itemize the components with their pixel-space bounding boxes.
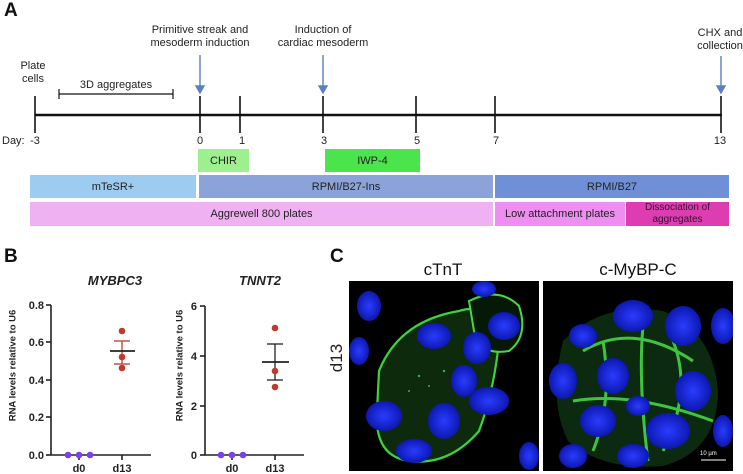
scale-bar-label: 10 µm	[700, 451, 717, 457]
tnnt2-chart: TNNT2 RNA levels relative to U6 6 4 2 0 …	[170, 240, 340, 474]
y-tick: 0.6	[29, 337, 44, 349]
rpmi-b27-ins-media-bar: RPMI/B27-Ins	[199, 175, 493, 198]
aggrewell-plates-bar: Aggrewell 800 plates	[30, 202, 493, 226]
micrograph-cmybpc: 10 µm	[543, 281, 733, 471]
micro-column-title-cmybpc: c-MyBP-C	[599, 260, 677, 279]
aggregates-bracket	[58, 89, 174, 99]
chart-title: MYBPC3	[87, 273, 143, 288]
day-label: 7	[492, 135, 500, 147]
y-tick: 2	[191, 401, 197, 413]
y-tick: 4	[191, 351, 198, 363]
panel-a-letter: A	[4, 0, 18, 21]
y-tick: 0.8	[29, 300, 44, 312]
rpmi-b27-media-bar: RPMI/B27	[495, 175, 729, 198]
iwp4-treatment-bar: IWP-4	[325, 149, 420, 172]
day-label: 5	[413, 135, 421, 147]
day-prefix-label: Day:	[2, 135, 25, 147]
plate-cells-label: Plate cells	[20, 60, 46, 85]
chir-treatment-bar: CHIR	[198, 149, 249, 172]
micro-row-label: d13	[327, 343, 346, 373]
micrograph-ctnt-image	[349, 281, 539, 470]
mybpc3-plot: 0.8 0.6 0.4 0.2 0.0 d0 d13	[29, 300, 151, 474]
arrow-icons	[194, 55, 727, 95]
d0-data-points	[64, 451, 94, 459]
day-label: 3	[320, 135, 328, 147]
x-tick-d0: d0	[73, 463, 86, 474]
x-tick-d13: d13	[113, 463, 132, 474]
micrograph-cmybpc-image	[543, 281, 733, 471]
d13-data-points	[118, 327, 126, 372]
mybpc3-chart: MYBPC3 RNA levels relative to U6 0.8 0.6…	[0, 240, 180, 474]
y-tick: 6	[191, 301, 197, 313]
mtesr-media-bar: mTeSR+	[30, 175, 196, 198]
d13-data-points	[271, 324, 279, 391]
y-tick: 0.2	[29, 412, 44, 424]
micrograph-ctnt	[349, 281, 539, 471]
x-tick-d13: d13	[266, 463, 285, 474]
x-tick-d0: d0	[226, 463, 239, 474]
y-tick: 0.0	[29, 450, 44, 462]
cardiac-mesoderm-label: Induction of cardiac mesoderm	[277, 24, 369, 49]
aggregates-3d-label: 3D aggregates	[79, 79, 153, 91]
y-tick: 0	[191, 450, 197, 462]
d0-data-points	[217, 451, 247, 459]
dissociation-bar: Dissociation of aggregates	[626, 202, 729, 226]
primitive-streak-label: Primitive streak and mesoderm induction	[150, 24, 250, 49]
tnnt2-plot: 6 4 2 0 d0 d13	[191, 301, 304, 474]
day-label: -3	[30, 135, 40, 147]
y-tick: 0.4	[29, 375, 45, 387]
chart-title: TNNT2	[239, 273, 281, 288]
day-label: 1	[238, 135, 246, 147]
micro-column-title-ctnt: cTnT	[423, 260, 463, 279]
panel-c-letter: C	[330, 246, 344, 267]
chx-collection-label: CHX and collection	[697, 27, 743, 52]
timeline-axis	[34, 55, 727, 133]
day-label: 13	[713, 135, 727, 147]
low-attachment-plates-bar: Low attachment plates	[495, 202, 625, 226]
day-label: 0	[196, 135, 204, 147]
panel-b-letter: B	[4, 246, 18, 267]
